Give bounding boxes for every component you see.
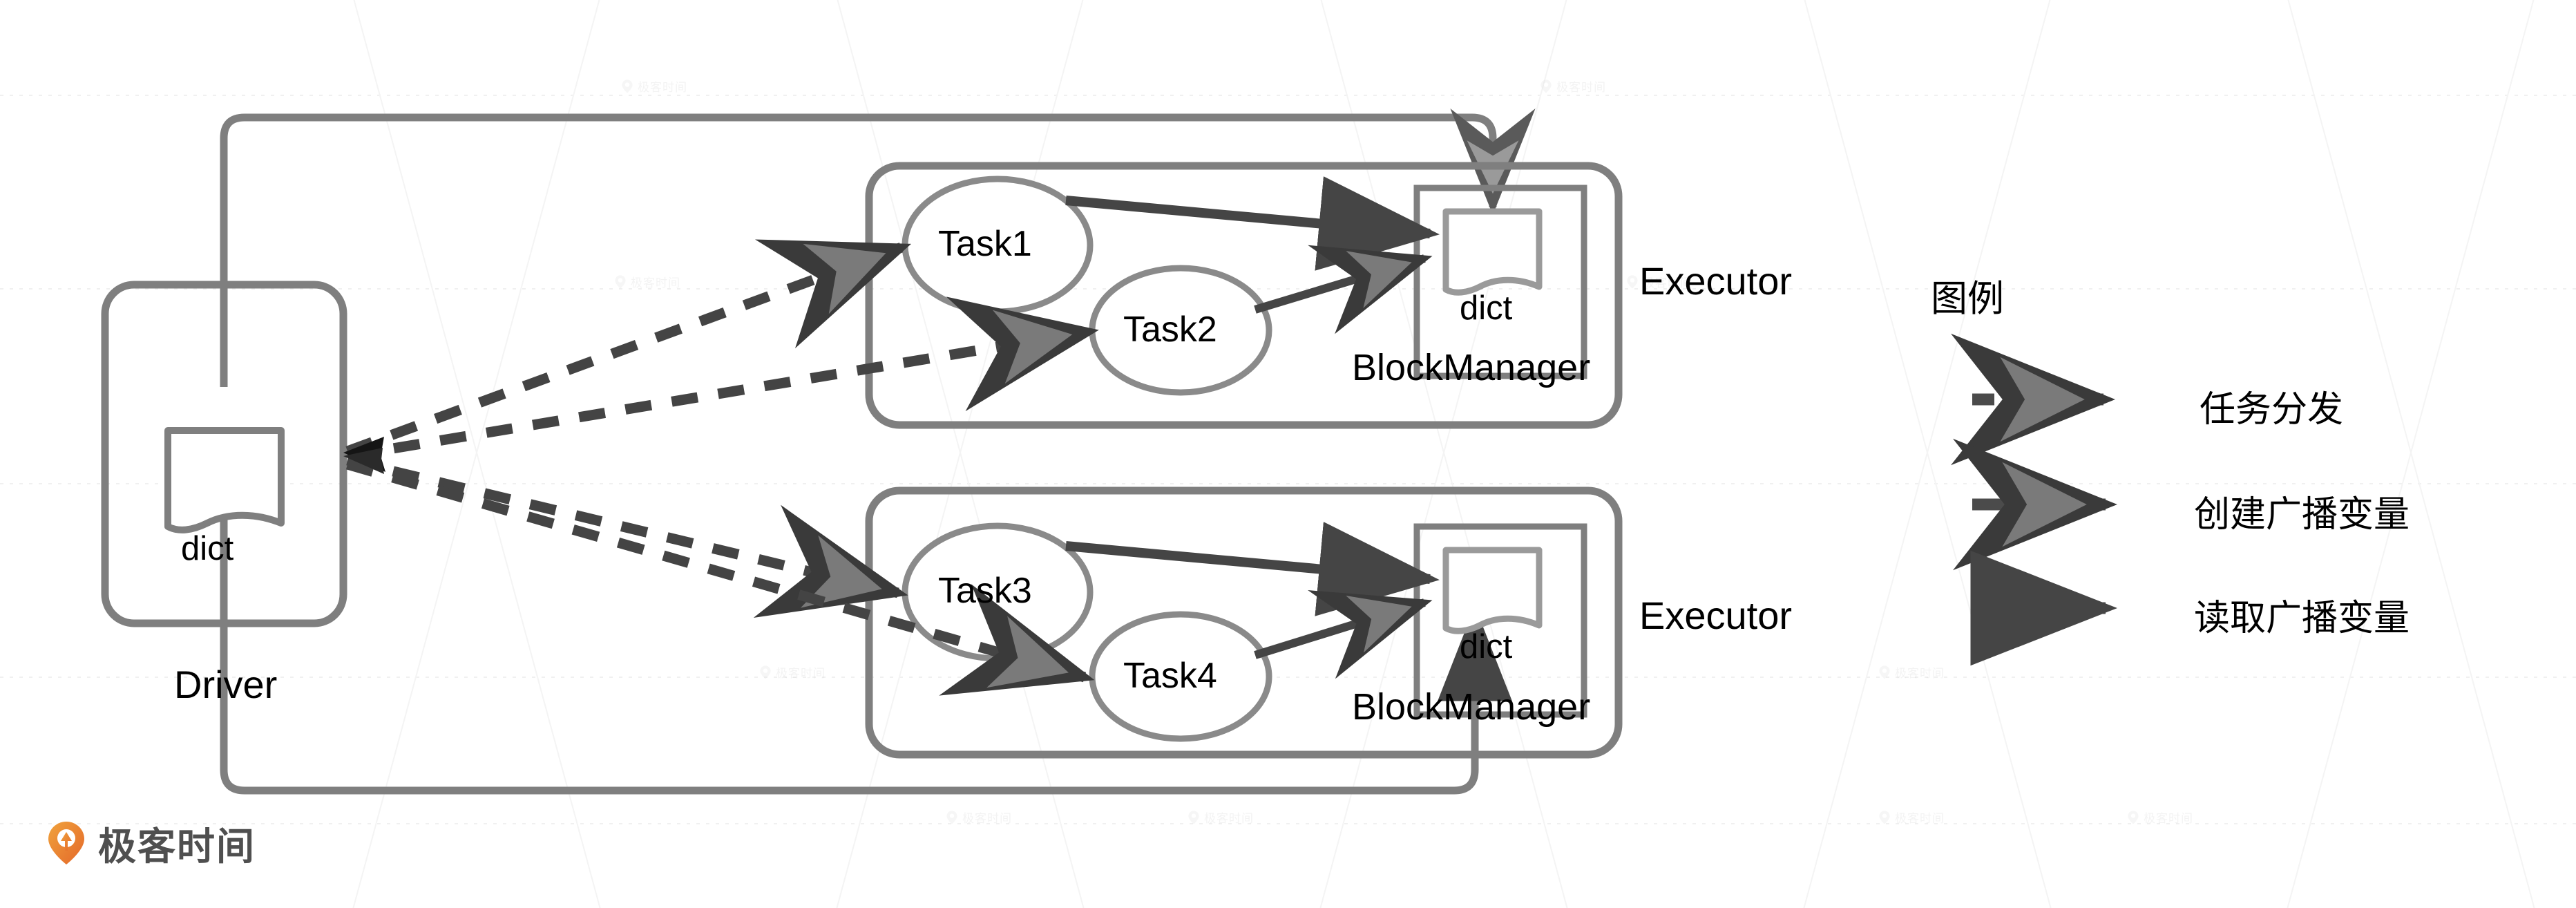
edge-task1-to-dict xyxy=(1065,176,1440,271)
executor1-blockmanager-label: BlockManager xyxy=(1352,347,1591,388)
executor2-dict-shape xyxy=(1442,547,1543,634)
edge-task4-to-dict xyxy=(1254,590,1433,679)
edge-dispatch-to-task1 xyxy=(345,239,912,457)
driver-label: Driver xyxy=(174,663,278,706)
legend-item-label-task-dispatch: 任务分发 xyxy=(2200,389,2344,431)
brand-name: 极客时间 xyxy=(98,824,256,869)
executor2-box xyxy=(865,486,1623,759)
edge-dispatch-to-task2 xyxy=(346,296,1099,462)
legend-title: 图例 xyxy=(1931,278,2004,320)
driver-dict-shape xyxy=(164,427,285,533)
executor1-label: Executor xyxy=(1639,259,1792,303)
dispatch-origin-arrowheads xyxy=(343,437,385,474)
executor2-label: Executor xyxy=(1639,594,1792,637)
task2-label: Task2 xyxy=(1123,310,1217,350)
brand-logo: 极客时间 xyxy=(47,815,256,871)
driver-dict-label: dict xyxy=(181,530,234,567)
driver-box xyxy=(101,281,347,627)
executor1-dict-label: dict xyxy=(1460,290,1513,327)
edge-dispatch-to-task4 xyxy=(345,459,1095,696)
geektime-pin-icon xyxy=(48,822,84,864)
executor2-dict-label: dict xyxy=(1460,628,1513,665)
legend-item-label-create-broadcast: 创建广播变量 xyxy=(2194,494,2410,536)
edge-task2-to-dict xyxy=(1254,245,1433,334)
legend-item-label-read-broadcast: 读取广播变量 xyxy=(2194,598,2410,639)
task4-label: Task4 xyxy=(1123,656,1217,696)
edge-driver-to-executor1-dict xyxy=(220,108,1536,387)
edge-dispatch-to-task3 xyxy=(346,455,908,618)
executor2-blockmanager-label: BlockManager xyxy=(1352,686,1591,728)
task1-label: Task1 xyxy=(938,224,1032,264)
executor1-dict-shape xyxy=(1442,208,1543,296)
task3-label: Task3 xyxy=(938,571,1032,611)
edge-task3-to-dict xyxy=(1065,522,1440,616)
